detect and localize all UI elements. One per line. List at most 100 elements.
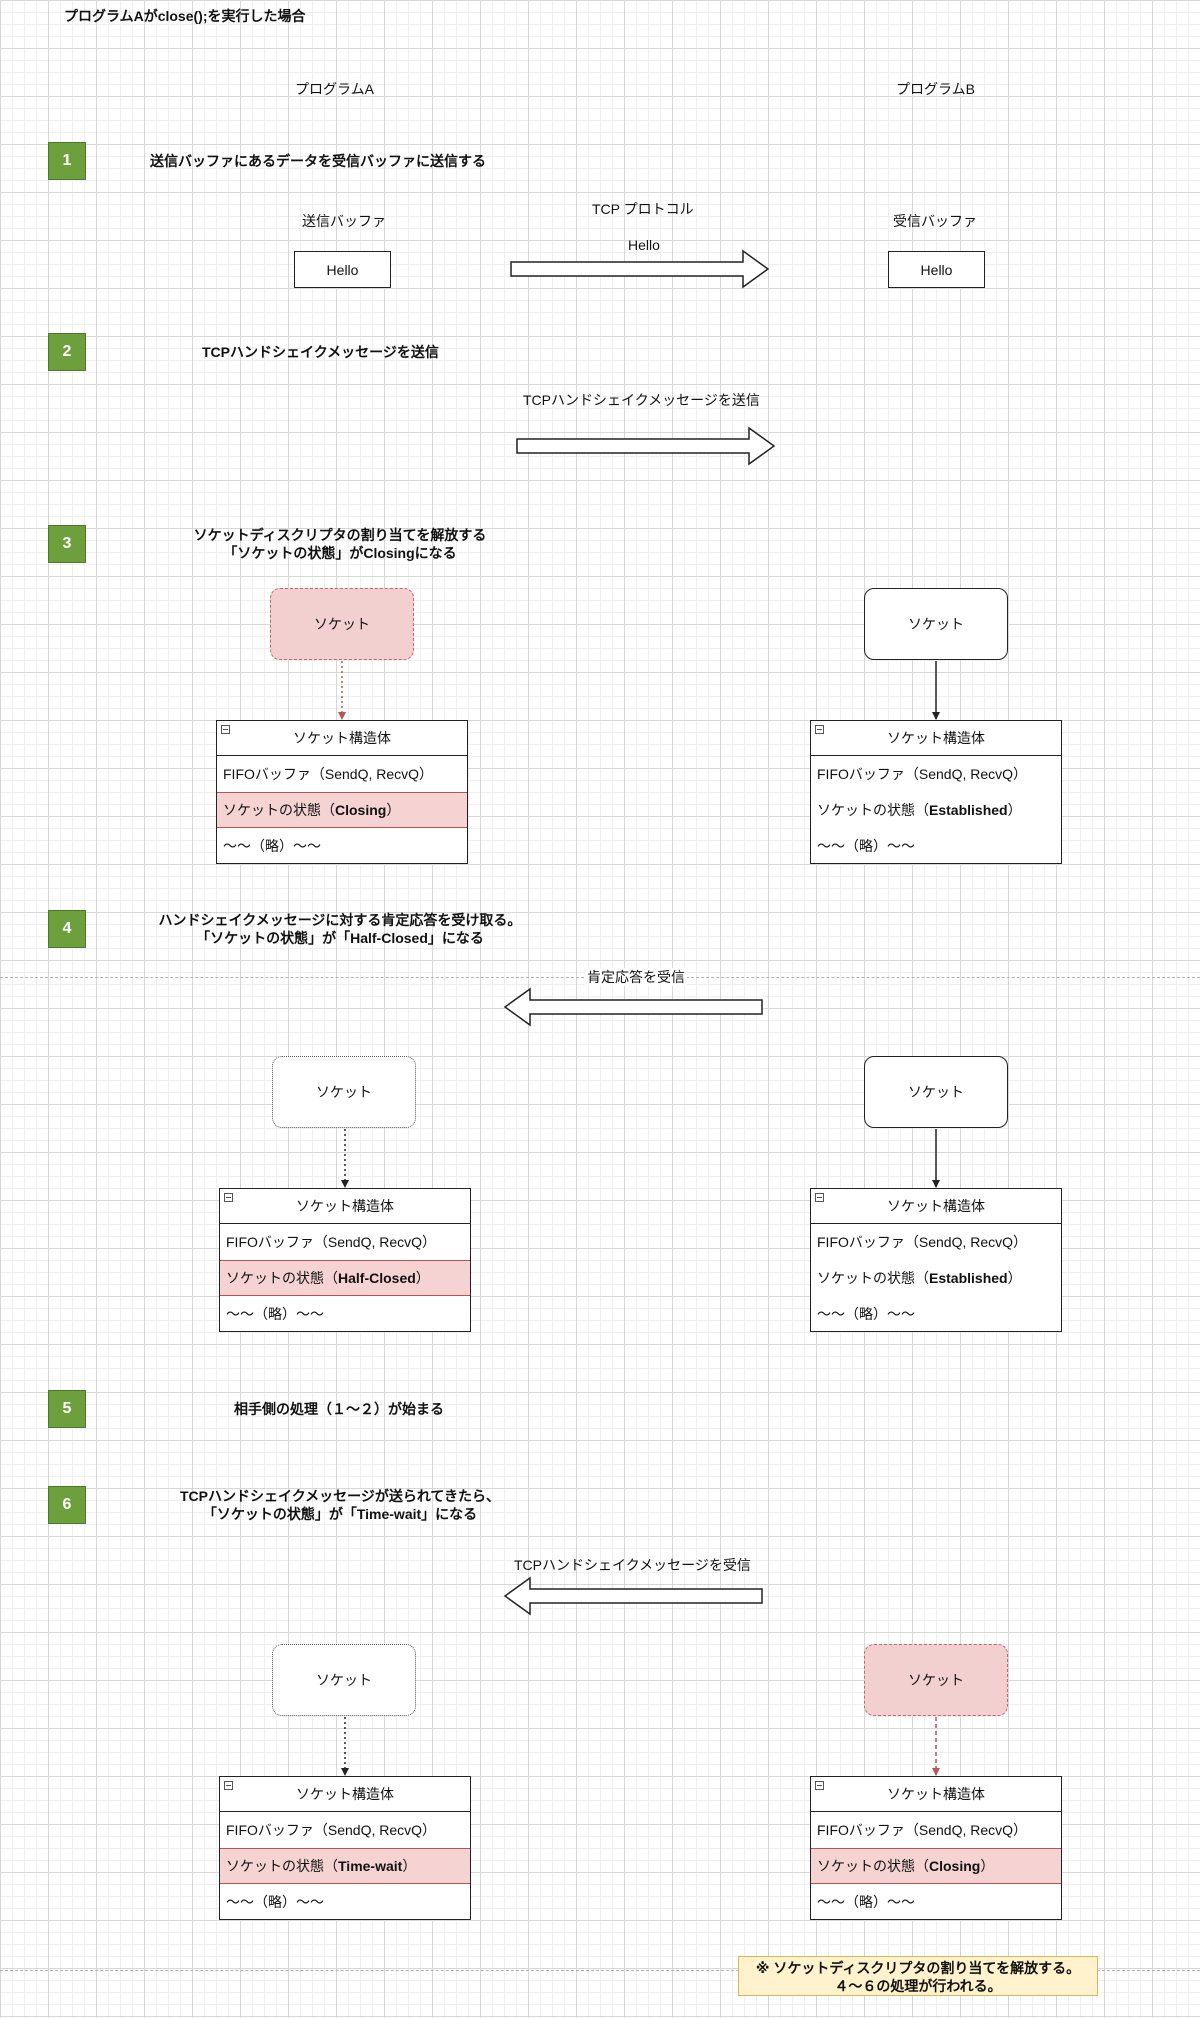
struct-header: ソケット構造体 [811,721,1061,756]
state-prefix: ソケットの状態（ [817,802,929,818]
socket-struct-b-step6: ソケット構造体 FIFOバッファ（SendQ, RecvQ） ソケットの状態（C… [810,1776,1062,1920]
collapse-icon [224,1781,233,1790]
socket-struct-a-step3: ソケット構造体 FIFOバッファ（SendQ, RecvQ） ソケットの状態（C… [216,720,468,864]
struct-header: ソケット構造体 [220,1189,470,1224]
fifo-row: FIFOバッファ（SendQ, RecvQ） [817,1234,1028,1250]
omitted-row: 〜〜（略）〜〜 [817,1894,915,1910]
state-row: ソケットの状態（Established） [811,792,1061,828]
state-value: Closing [929,1858,981,1874]
step-1-badge: 1 [48,142,86,180]
state-suffix: ） [415,1270,430,1286]
state-suffix: ） [402,1858,417,1874]
socket-a-step6: ソケット [272,1644,416,1716]
note-line2: ４〜６の処理が行われる。 [834,1978,1002,1994]
struct-header: ソケット構造体 [811,1777,1061,1812]
state-prefix: ソケットの状態（ [223,802,335,818]
state-value: Closing [335,802,387,818]
omitted-row: 〜〜（略）〜〜 [817,838,915,854]
send-buffer-box: Hello [294,251,391,288]
step-2-badge: 2 [48,333,86,371]
socket-struct-b-step3: ソケット構造体 FIFOバッファ（SendQ, RecvQ） ソケットの状態（E… [810,720,1062,864]
step-6-arrow-label: TCPハンドシェイクメッセージを受信 [514,1557,751,1573]
socket-struct-a-step6: ソケット構造体 FIFOバッファ（SendQ, RecvQ） ソケットの状態（T… [219,1776,471,1920]
state-value: Half-Closed [338,1270,416,1286]
program-a-label: プログラムA [295,81,374,97]
message-label: Hello [628,237,660,253]
state-suffix: ） [1007,802,1022,818]
data-transfer-arrow [510,249,770,289]
struct-header-label: ソケット構造体 [296,1786,394,1802]
struct-header: ソケット構造体 [217,721,467,756]
step-4-arrow-label: 肯定応答を受信 [585,968,687,986]
collapse-icon [815,1193,824,1202]
note-line1: ※ ソケットディスクリプタの割り当てを解放する。 [755,1960,1081,1976]
step-3-line2: 「ソケットの状態」がClosingになる [223,545,457,561]
state-row: ソケットの状態（Established） [811,1260,1061,1296]
step-6-line2: 「ソケットの状態」が「Time-wait」になる [202,1506,478,1522]
socket-a-step3: ソケット [270,588,414,660]
step-4-line1: ハンドシェイクメッセージに対する肯定応答を受け取る。 [158,912,522,928]
omitted-row: 〜〜（略）〜〜 [223,838,321,854]
socket-struct-b-step4: ソケット構造体 FIFOバッファ（SendQ, RecvQ） ソケットの状態（E… [810,1188,1062,1332]
separator-line-2 [0,1970,1200,1971]
struct-header-label: ソケット構造体 [887,730,985,746]
struct-header-label: ソケット構造体 [887,1786,985,1802]
struct-header: ソケット構造体 [220,1777,470,1812]
state-prefix: ソケットの状態（ [817,1858,929,1874]
ack-receive-arrow [503,987,763,1027]
fifo-row: FIFOバッファ（SendQ, RecvQ） [817,1822,1028,1838]
state-row: ソケットの状態（Half-Closed） [220,1260,470,1296]
state-suffix: ） [980,1858,995,1874]
fifo-row: FIFOバッファ（SendQ, RecvQ） [223,766,434,782]
state-suffix: ） [1007,1270,1022,1286]
socket-a-step4: ソケット [272,1056,416,1128]
collapse-icon [815,1781,824,1790]
state-value: Established [929,1270,1008,1286]
fifo-row: FIFOバッファ（SendQ, RecvQ） [226,1822,437,1838]
step-5-text: 相手側の処理（１〜２）が始まる [234,1401,444,1417]
step-3-badge: 3 [48,525,86,563]
send-buffer-label: 送信バッファ [302,213,386,229]
handshake-receive-arrow [503,1576,763,1616]
recv-buffer-label: 受信バッファ [893,213,977,229]
step-5-badge: 5 [48,1390,86,1428]
state-prefix: ソケットの状態（ [817,1270,929,1286]
omitted-row: 〜〜（略）〜〜 [226,1894,324,1910]
state-prefix: ソケットの状態（ [226,1858,338,1874]
socket-struct-a-step4: ソケット構造体 FIFOバッファ（SendQ, RecvQ） ソケットの状態（H… [219,1188,471,1332]
omitted-row: 〜〜（略）〜〜 [817,1306,915,1322]
collapse-icon [221,725,230,734]
struct-header-label: ソケット構造体 [296,1198,394,1214]
collapse-icon [224,1193,233,1202]
state-row: ソケットの状態（Time-wait） [220,1848,470,1884]
protocol-label: TCP プロトコル [592,201,694,217]
diagram-title: プログラムAがclose();を実行した場合 [64,8,306,24]
step-2-text: TCPハンドシェイクメッセージを送信 [202,344,439,360]
state-suffix: ） [386,802,401,818]
fifo-row: FIFOバッファ（SendQ, RecvQ） [226,1234,437,1250]
step-1-text: 送信バッファにあるデータを受信バッファに送信する [150,153,486,169]
state-row: ソケットの状態（Closing） [217,792,467,828]
struct-header: ソケット構造体 [811,1189,1061,1224]
recv-buffer-box: Hello [888,251,985,288]
step-3-line1: ソケットディスクリプタの割り当てを解放する [193,527,487,543]
socket-b-step3: ソケット [864,588,1008,660]
state-value: Established [929,802,1008,818]
struct-header-label: ソケット構造体 [293,730,391,746]
step-4-line2: 「ソケットの状態」が「Half-Closed」になる [196,930,484,946]
fifo-row: FIFOバッファ（SendQ, RecvQ） [817,766,1028,782]
program-b-label: プログラムB [896,81,975,97]
handshake-send-arrow [516,426,776,466]
note-box: ※ ソケットディスクリプタの割り当てを解放する。 ４〜６の処理が行われる。 [738,1956,1098,1996]
state-row: ソケットの状態（Closing） [811,1848,1061,1884]
step-6-badge: 6 [48,1486,86,1524]
state-value: Time-wait [338,1858,403,1874]
step-2-arrow-label: TCPハンドシェイクメッセージを送信 [523,392,760,408]
step-4-badge: 4 [48,910,86,948]
step-6-line1: TCPハンドシェイクメッセージが送られてきたら、 [179,1488,501,1504]
socket-b-step6: ソケット [864,1644,1008,1716]
omitted-row: 〜〜（略）〜〜 [226,1306,324,1322]
collapse-icon [815,725,824,734]
state-prefix: ソケットの状態（ [226,1270,338,1286]
